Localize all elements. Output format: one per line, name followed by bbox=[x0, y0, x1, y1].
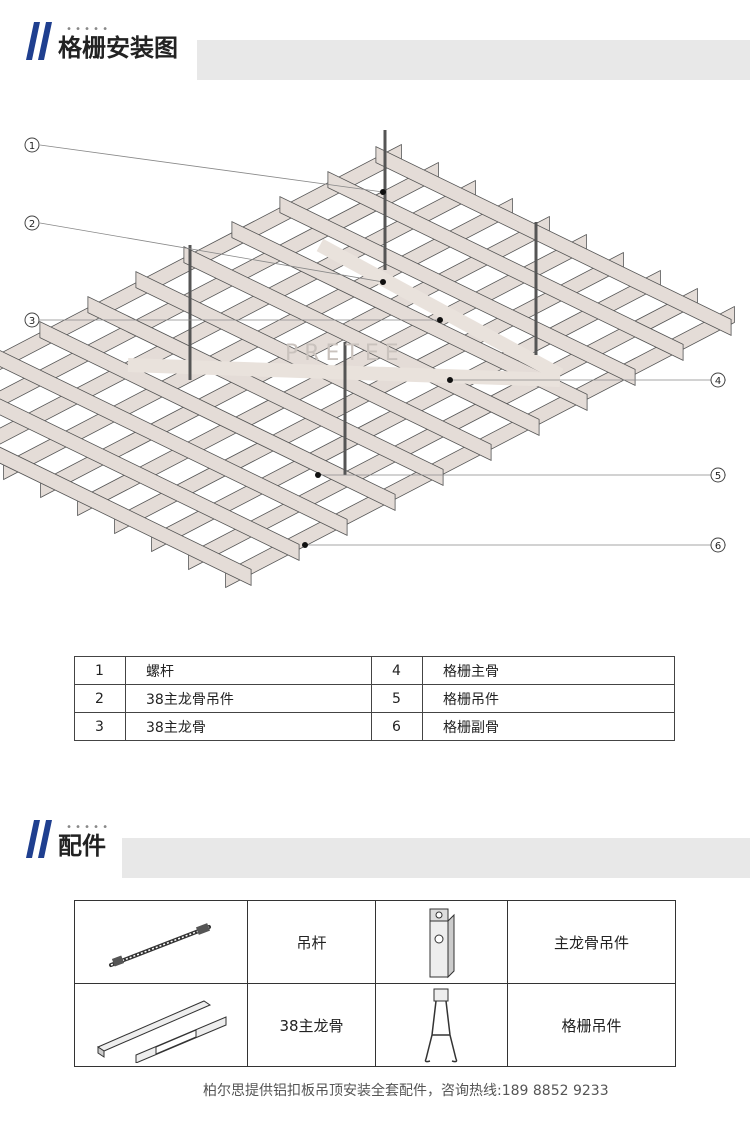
grille-cross-bar bbox=[375, 145, 732, 337]
grille-install-diagram: PRETEE 1 2 3 4 5 6 bbox=[0, 130, 735, 589]
callout-number: 4 bbox=[715, 376, 721, 387]
legend-num: 6 bbox=[371, 712, 423, 741]
callout-dot bbox=[380, 279, 386, 285]
grille-cross-bar bbox=[87, 295, 444, 487]
legend-table: 1 螺杆 4 格栅主骨 2 38主龙骨吊件 5 格栅吊件 3 38主龙骨 6 格… bbox=[74, 656, 675, 741]
table-row: 3 38主龙骨 6 格栅副骨 bbox=[74, 712, 675, 741]
watermark: PRETEE bbox=[285, 341, 405, 366]
section-title-install: 格栅安装图 bbox=[58, 34, 178, 62]
callouts: 1 2 3 4 5 6 bbox=[24, 137, 726, 553]
grille-cross-bar bbox=[279, 195, 636, 387]
header-band bbox=[197, 40, 750, 80]
legend-num: 5 bbox=[371, 684, 423, 713]
part-name: 格栅吊件 bbox=[507, 983, 676, 1067]
callout-badge bbox=[710, 537, 726, 553]
callout-number: 2 bbox=[29, 219, 35, 230]
double-slash-icon bbox=[26, 820, 52, 858]
grille-cross-bar bbox=[231, 220, 588, 412]
suspension-hardware bbox=[127, 130, 564, 475]
callout-badge bbox=[24, 137, 40, 153]
legend-num: 4 bbox=[371, 656, 423, 685]
grille-grid bbox=[0, 143, 735, 589]
section-header-install: ••••• 格栅安装图 bbox=[0, 18, 750, 80]
callout-number: 5 bbox=[715, 471, 721, 482]
grille-cross-bar bbox=[327, 170, 684, 362]
part-image-cell bbox=[375, 900, 508, 984]
legend-label: 格栅副骨 bbox=[422, 712, 675, 741]
c-channel-keel-icon bbox=[96, 1000, 227, 1063]
callout-leader bbox=[39, 144, 384, 193]
legend-num: 2 bbox=[74, 684, 126, 713]
callout-number: 3 bbox=[29, 316, 35, 327]
header-dots: ••••• bbox=[66, 822, 112, 833]
legend-num: 3 bbox=[74, 712, 126, 741]
header-dots: ••••• bbox=[66, 24, 112, 35]
table-row: 1 螺杆 4 格栅主骨 bbox=[74, 656, 675, 685]
main-keel bbox=[316, 238, 564, 382]
part-name: 38主龙骨 bbox=[247, 983, 376, 1067]
legend-num: 1 bbox=[74, 656, 126, 685]
callout-badge bbox=[710, 372, 726, 388]
callout-number: 1 bbox=[29, 141, 35, 152]
grille-cross-bar bbox=[0, 350, 348, 537]
callout-dot bbox=[380, 189, 386, 195]
section-header-parts: ••••• 配件 bbox=[0, 816, 750, 878]
callout-dot bbox=[437, 317, 443, 323]
legend-label: 格栅主骨 bbox=[422, 656, 675, 685]
table-row: 2 38主龙骨吊件 5 格栅吊件 bbox=[74, 684, 675, 713]
section-title-parts: 配件 bbox=[58, 832, 106, 860]
callout-badge bbox=[710, 467, 726, 483]
main-keel-hanger-icon bbox=[429, 908, 454, 979]
part-name: 吊杆 bbox=[247, 900, 376, 984]
part-image-cell bbox=[375, 983, 508, 1067]
double-slash-icon bbox=[26, 22, 52, 60]
footer-contact: 柏尔思提供铝扣板吊顶安装全套配件，咨询热线:189 8852 9233 bbox=[203, 1083, 609, 1099]
part-name: 主龙骨吊件 bbox=[507, 900, 676, 984]
legend-label: 38主龙骨 bbox=[125, 712, 372, 741]
legend-label: 格栅吊件 bbox=[422, 684, 675, 713]
callout-badge bbox=[24, 312, 40, 328]
part-image-cell bbox=[74, 900, 248, 984]
threaded-rod-icon bbox=[109, 923, 211, 967]
table-row: 38主龙骨 格栅吊件 bbox=[74, 983, 676, 1067]
table-row: 吊杆 主龙骨吊件 bbox=[74, 900, 676, 984]
grille-cross-bar bbox=[0, 446, 252, 587]
callout-number: 6 bbox=[715, 541, 721, 552]
callout-dot bbox=[315, 472, 321, 478]
part-image-cell bbox=[74, 983, 248, 1067]
parts-table: 吊杆 主龙骨吊件 38主龙骨 bbox=[74, 900, 676, 1067]
grille-hanger-clip-icon bbox=[424, 988, 457, 1063]
header-band bbox=[122, 838, 750, 878]
callout-badge bbox=[24, 215, 40, 231]
grille-cross-bar bbox=[0, 398, 300, 562]
callout-dot bbox=[447, 377, 453, 383]
legend-label: 38主龙骨吊件 bbox=[125, 684, 372, 713]
callout-leader bbox=[39, 222, 384, 283]
legend-label: 螺杆 bbox=[125, 656, 372, 685]
callout-dot bbox=[302, 542, 308, 548]
